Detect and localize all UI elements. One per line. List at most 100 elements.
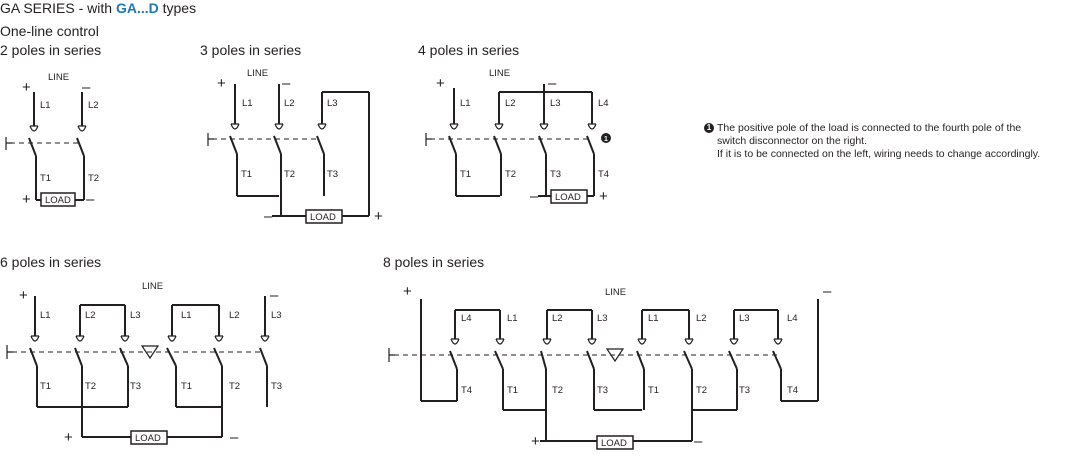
section-title-2-poles: 2 poles in series bbox=[0, 42, 101, 58]
terminal-l1: L1 bbox=[40, 310, 51, 321]
contact-pole bbox=[448, 88, 500, 197]
contact-symbols bbox=[29, 335, 270, 367]
terminal-t3: T3 bbox=[271, 381, 282, 392]
terminal-t1: T1 bbox=[40, 173, 51, 184]
terminal-l1: L1 bbox=[648, 313, 659, 324]
terminal-l3: L3 bbox=[597, 313, 608, 324]
load-label: LOAD bbox=[135, 433, 161, 444]
coupling-triangle-icon bbox=[605, 348, 625, 363]
line-label: LINE bbox=[489, 68, 510, 79]
line-label: LINE bbox=[48, 72, 69, 83]
plus-sign: + bbox=[436, 75, 445, 92]
terminal-t4: T4 bbox=[787, 385, 798, 396]
terminal-l3: L3 bbox=[271, 310, 282, 321]
contact-pole bbox=[316, 91, 370, 217]
terminal-t3: T3 bbox=[739, 385, 750, 396]
actuator-icon bbox=[207, 133, 214, 146]
terminal-t2: T2 bbox=[88, 173, 99, 184]
line-label: LINE bbox=[142, 281, 163, 292]
terminal-t1: T1 bbox=[460, 169, 471, 180]
note-marker-icon: 1 bbox=[704, 123, 714, 133]
minus-sign: – bbox=[694, 433, 703, 450]
minus-sign: – bbox=[548, 75, 557, 92]
minus-sign: – bbox=[230, 429, 239, 446]
note-line-3: If it is to be connected on the left, wi… bbox=[717, 148, 1041, 160]
page-title: GA SERIES - with GA...D types bbox=[0, 0, 196, 16]
load-label: LOAD bbox=[601, 438, 627, 449]
contact-pole bbox=[493, 91, 544, 196]
terminal-t1: T1 bbox=[40, 381, 51, 392]
plus-sign: + bbox=[22, 79, 31, 96]
actuator-icon bbox=[388, 348, 395, 362]
terminal-t1: T1 bbox=[648, 385, 659, 396]
terminal-l3: L3 bbox=[550, 98, 561, 109]
load-label: LOAD bbox=[45, 195, 71, 206]
terminal-l3: L3 bbox=[327, 98, 338, 109]
minus-sign: – bbox=[270, 287, 279, 304]
title-prefix: GA SERIES - with bbox=[0, 0, 116, 16]
terminal-l4: L4 bbox=[461, 313, 472, 324]
terminal-l3: L3 bbox=[739, 313, 750, 324]
terminal-t4: T4 bbox=[461, 385, 472, 396]
terminal-t4: T4 bbox=[598, 169, 609, 180]
plus-sign: + bbox=[64, 429, 73, 446]
terminal-l2: L2 bbox=[552, 313, 563, 324]
terminal-l3: L3 bbox=[130, 310, 141, 321]
terminal-t3: T3 bbox=[597, 385, 608, 396]
note-marker-text: 1 bbox=[604, 136, 608, 143]
coupling-triangle-icon bbox=[140, 345, 160, 360]
terminal-t2: T2 bbox=[85, 381, 96, 392]
terminal-t1: T1 bbox=[507, 385, 518, 396]
contact-pole bbox=[272, 84, 306, 217]
terminal-l4: L4 bbox=[598, 98, 609, 109]
actuator-icon bbox=[6, 345, 13, 359]
terminal-l2: L2 bbox=[284, 98, 295, 109]
minus-sign: – bbox=[823, 283, 832, 300]
diagram-6-poles: 6 poles in series LINE + – L1 L2 L3 L1 L… bbox=[0, 254, 282, 446]
terminal-l1: L1 bbox=[507, 313, 518, 324]
plus-sign: + bbox=[531, 433, 540, 450]
plus-sign: + bbox=[374, 208, 383, 225]
plus-sign: + bbox=[217, 75, 226, 92]
wiring-8-poles bbox=[420, 299, 819, 442]
load-label: LOAD bbox=[555, 192, 581, 203]
terminal-t2: T2 bbox=[552, 385, 563, 396]
minus-sign: – bbox=[82, 79, 91, 96]
section-title-8-poles: 8 poles in series bbox=[383, 254, 484, 270]
actuator-icon bbox=[5, 137, 12, 150]
terminal-t2: T2 bbox=[284, 169, 295, 180]
line-label: LINE bbox=[247, 68, 268, 79]
terminal-l2: L2 bbox=[88, 100, 99, 111]
plus-sign: + bbox=[19, 287, 28, 304]
section-title-4-poles: 4 poles in series bbox=[418, 42, 519, 58]
line-label: LINE bbox=[605, 287, 626, 298]
terminal-t3: T3 bbox=[130, 381, 141, 392]
plus-sign: + bbox=[599, 188, 608, 205]
terminal-t1: T1 bbox=[241, 169, 252, 180]
load-box bbox=[596, 435, 634, 450]
note-marker-icon bbox=[601, 133, 611, 143]
diagram-8-poles: 8 poles in series LINE + – L4 L1 L2 L3 L… bbox=[383, 254, 832, 450]
note-line-1: The positive pole of the load is connect… bbox=[717, 122, 1022, 134]
terminal-l1: L1 bbox=[460, 98, 471, 109]
plus-sign: + bbox=[403, 283, 412, 300]
contact-pole bbox=[75, 92, 87, 201]
terminal-l1: L1 bbox=[40, 100, 51, 111]
diagram-3-poles: 3 poles in series LINE + – L1 L2 L3 T1 T… bbox=[200, 42, 383, 225]
terminal-l4: L4 bbox=[787, 313, 798, 324]
terminal-l1: L1 bbox=[242, 98, 253, 109]
minus-sign: – bbox=[264, 208, 273, 225]
terminal-t2: T2 bbox=[505, 169, 516, 180]
contact-pole bbox=[544, 91, 597, 197]
plus-sign: + bbox=[22, 191, 31, 208]
contact-symbols bbox=[449, 338, 783, 370]
terminal-t2: T2 bbox=[229, 381, 240, 392]
diagram-2-poles: 2 poles in series LINE + – L1 L2 T1 T2 +… bbox=[0, 42, 101, 208]
contact-pole bbox=[229, 84, 279, 197]
load-label: LOAD bbox=[310, 212, 336, 223]
terminal-t2: T2 bbox=[696, 385, 707, 396]
terminal-l2: L2 bbox=[696, 313, 707, 324]
wiring-6-poles bbox=[34, 296, 268, 438]
